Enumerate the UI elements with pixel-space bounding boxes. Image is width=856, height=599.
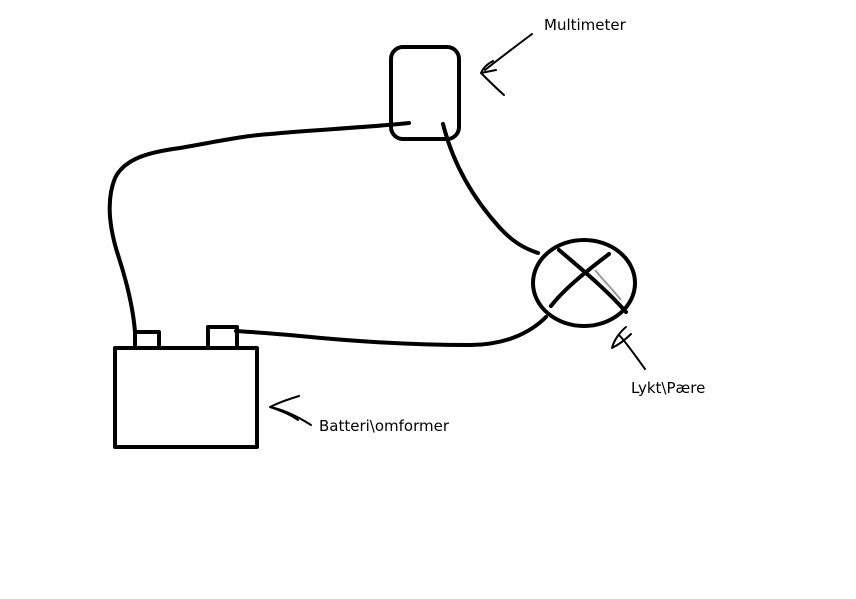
battery-terminal-negative xyxy=(133,330,161,350)
lamp-label: Lykt\Pære xyxy=(631,379,706,397)
arrow-to-multimeter xyxy=(480,33,533,96)
arrow-to-lamp xyxy=(611,326,646,370)
battery-terminal-positive xyxy=(206,325,239,350)
battery-label: Batteri\omformer xyxy=(319,417,450,435)
lamp-highlight xyxy=(594,269,622,301)
lamp-circle xyxy=(531,238,637,328)
lamp-cross-line-2 xyxy=(549,252,611,308)
lamp-cross-line-1 xyxy=(557,248,628,314)
battery-body xyxy=(113,346,259,449)
multimeter-box xyxy=(389,45,461,141)
wire-lamp-to-battery xyxy=(234,315,548,347)
arrow-to-battery xyxy=(269,395,312,426)
multimeter-label: Multimeter xyxy=(544,16,626,34)
wire-multimeter-to-lamp xyxy=(441,122,540,255)
wire-multimeter-to-battery xyxy=(107,121,411,334)
